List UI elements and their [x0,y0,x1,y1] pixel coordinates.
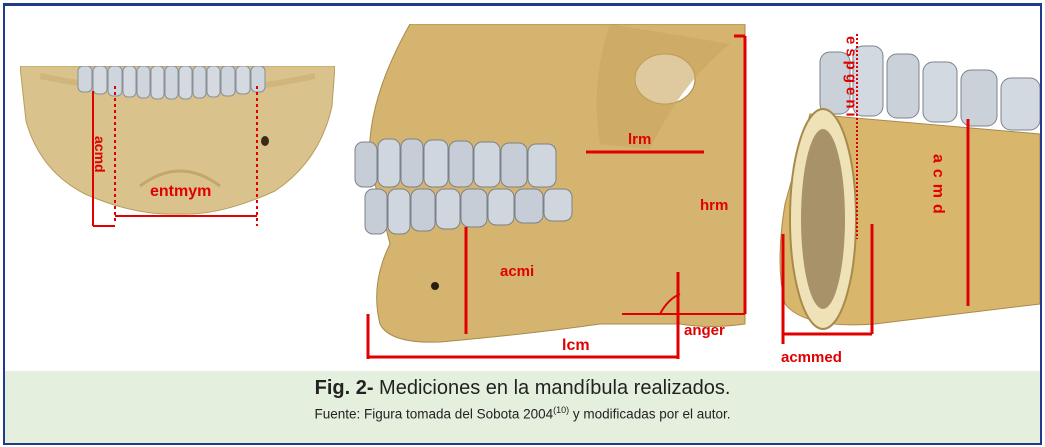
anger-label: anger [684,322,725,339]
caption-title: Fig. 2- Mediciones en la mandíbula reali… [5,377,1040,400]
caption-text: Mediciones en la mandíbula realizados. [374,377,731,399]
hrm-label: hrm [700,197,728,214]
upper-teeth-lateral [355,139,556,187]
lrm-label: lrm [628,131,651,148]
source-reference: (10) [553,405,569,415]
acmd-label-left: acmd [92,136,108,173]
figure-panels: acmd entmym [5,6,1040,371]
figure-frame: acmd entmym [3,3,1042,445]
mental-foramen [261,136,269,146]
acmi-label: acmi [500,263,534,280]
right-panel-mandible-section: espgeni acmd acmmed [775,24,1040,369]
fig-label: Fig. 2- [315,377,374,399]
entmym-label: entmym [150,183,211,200]
caption-source: Fuente: Figura tomada del Sobota 2004(10… [5,405,1040,422]
left-panel-mandible-front: acmd entmym [20,66,335,241]
cancellous-bone [801,129,845,309]
espgeni-label: espgeni [843,36,860,121]
acmmed-label: acmmed [781,349,842,366]
mental-foramen-lateral [431,282,439,290]
source-text: Fuente: Figura tomada del Sobota 2004 [314,407,553,422]
acmd-label-right: acmd [930,154,947,220]
source-suffix: y modificadas por el autor. [569,407,730,422]
middle-panel-skull-lateral: lrm hrm acmi lcm anger [350,24,755,369]
lcm-label: lcm [562,337,590,354]
figure-caption: Fig. 2- Mediciones en la mandíbula reali… [5,371,1040,443]
